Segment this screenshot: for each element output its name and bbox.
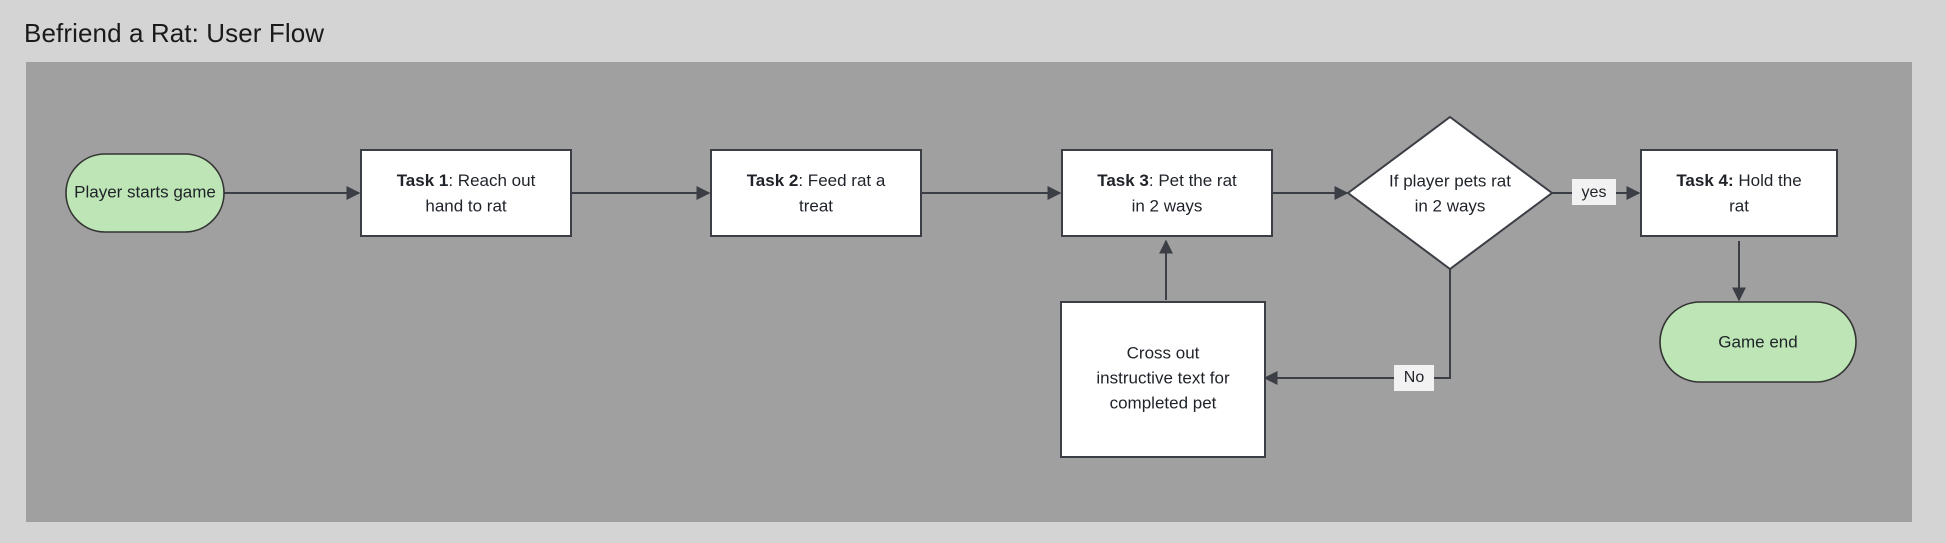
node-gameend-label: Game end bbox=[1718, 332, 1797, 351]
node-task2-lead: Task 2 bbox=[747, 171, 799, 190]
edge-decision-to-crossout: No bbox=[1263, 255, 1451, 391]
node-cross-out-instructive-text[interactable]: Cross out instructive text for completed… bbox=[1060, 301, 1266, 458]
edge-decision-to-task4: yes bbox=[1552, 179, 1641, 205]
node-task1-line2: hand to rat bbox=[425, 196, 507, 215]
node-start-label: Player starts game bbox=[74, 182, 216, 201]
flowchart-svg: yes No Player starts game Ta bbox=[65, 115, 1857, 458]
node-task4-rest: Hold the bbox=[1734, 171, 1802, 190]
node-task1-line1: Task 1: Reach out bbox=[397, 171, 536, 190]
node-decision-line1: If player pets rat bbox=[1389, 171, 1511, 190]
node-task-1[interactable]: Task 1: Reach out hand to rat bbox=[360, 149, 572, 237]
node-task-2[interactable]: Task 2: Feed rat a treat bbox=[710, 149, 922, 237]
node-start-shape[interactable] bbox=[65, 153, 225, 233]
node-crossout-shape[interactable] bbox=[1060, 301, 1266, 458]
node-task-4[interactable]: Task 4: Hold the rat bbox=[1640, 149, 1838, 237]
node-task3-line2: in 2 ways bbox=[1132, 196, 1203, 215]
node-task3-rest: : Pet the rat bbox=[1149, 171, 1237, 190]
node-crossout-line3: completed pet bbox=[1110, 393, 1217, 412]
node-task2-rest: : Feed rat a bbox=[798, 171, 885, 190]
node-task2-line1: Task 2: Feed rat a bbox=[747, 171, 886, 190]
node-task3-line1: Task 3: Pet the rat bbox=[1097, 171, 1237, 190]
edge-label-yes-bg bbox=[1572, 179, 1616, 205]
diagram-canvas: yes No Player starts game Ta bbox=[26, 62, 1912, 522]
node-task2-line2: treat bbox=[799, 196, 833, 215]
node-game-end[interactable]: Game end bbox=[1659, 301, 1857, 383]
edge-label-yes: yes bbox=[1582, 184, 1607, 201]
node-task4-shape[interactable] bbox=[1640, 149, 1838, 237]
node-task1-rest: : Reach out bbox=[448, 171, 535, 190]
node-task3-lead: Task 3 bbox=[1097, 171, 1149, 190]
node-task1-lead: Task 1 bbox=[397, 171, 449, 190]
edge-label-no: No bbox=[1404, 369, 1425, 386]
node-task2-shape[interactable] bbox=[710, 149, 922, 237]
node-decision-pets-rat[interactable]: If player pets rat in 2 ways bbox=[1346, 115, 1554, 271]
node-decision-line2: in 2 ways bbox=[1415, 196, 1486, 215]
node-task1-shape[interactable] bbox=[360, 149, 572, 237]
node-task-3[interactable]: Task 3: Pet the rat in 2 ways bbox=[1061, 149, 1273, 237]
node-crossout-line1: Cross out bbox=[1127, 343, 1200, 362]
edge-label-no-bg bbox=[1394, 365, 1434, 391]
node-task4-line1: Task 4: Hold the bbox=[1676, 171, 1801, 190]
node-task4-lead: Task 4: bbox=[1676, 171, 1733, 190]
node-task3-shape[interactable] bbox=[1061, 149, 1273, 237]
node-player-starts-game[interactable]: Player starts game bbox=[65, 153, 225, 233]
node-crossout-line2: instructive text for bbox=[1096, 368, 1230, 387]
node-decision-shape[interactable] bbox=[1346, 115, 1554, 271]
node-task4-line2: rat bbox=[1729, 196, 1749, 215]
page-title: Befriend a Rat: User Flow bbox=[24, 18, 325, 48]
node-gameend-shape[interactable] bbox=[1659, 301, 1857, 383]
